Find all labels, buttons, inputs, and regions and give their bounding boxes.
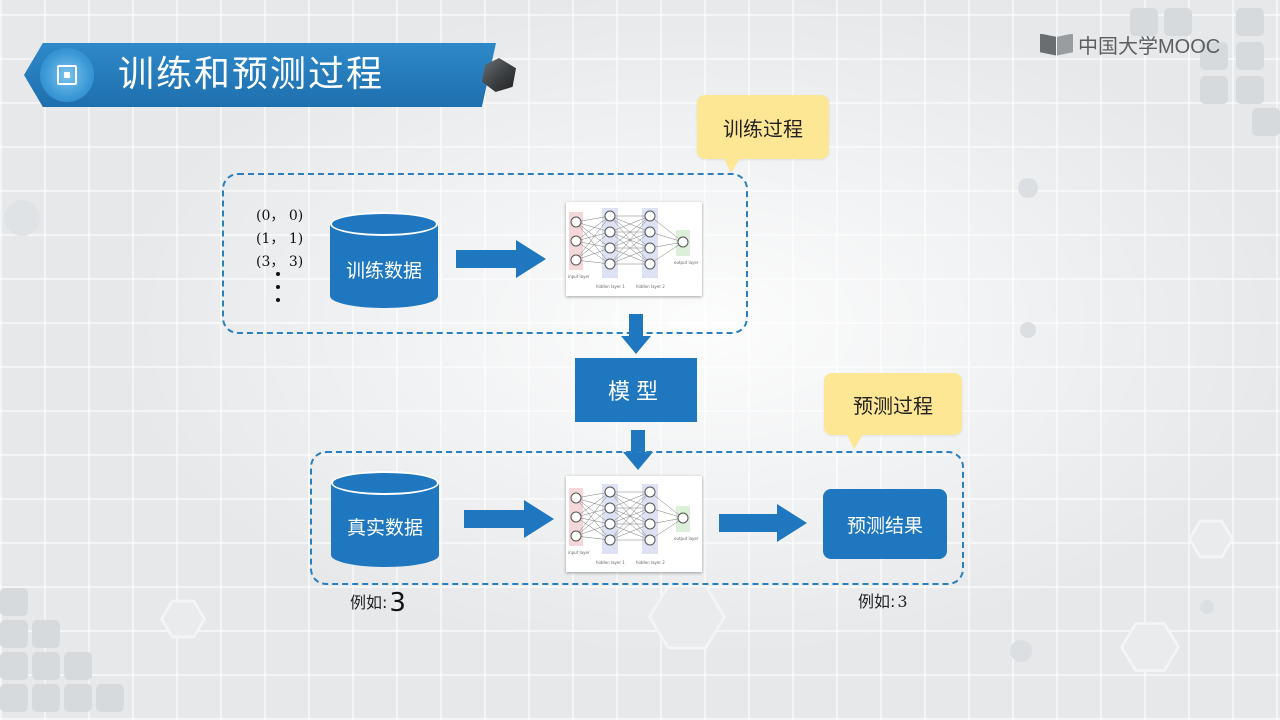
training-callout: 训练过程 [697,95,829,173]
model-box: 模型 [575,358,697,422]
nn-layer-label: hidden layer 1 [596,284,625,289]
page-title: 训练和预测过程 [118,54,385,95]
decor-square [64,684,92,712]
decor-square [1164,8,1192,36]
neural-network-diagram: input layer hidden layer 1 hidden layer … [566,476,702,572]
decor-hexagon [1120,622,1180,672]
training-data-database: 训练数据 [330,212,438,308]
example-input: 例如:3 [350,588,406,618]
real-data-database: 真实数据 [331,471,439,567]
mooc-logo: 中国大学MOOC [1040,30,1220,59]
sample-item: (3， 3) [256,254,304,270]
logo-text: 中国大学MOOC [1078,36,1221,58]
decor-square [1252,108,1280,136]
arrow-right-icon [719,504,807,542]
decor-square [1130,8,1158,36]
prediction-region [310,451,964,585]
decor-square [1200,76,1228,104]
sample-item: (0， 0) [256,208,304,224]
nn-layer-label: input layer [568,274,590,279]
decor-square [0,620,28,648]
nn-layer-label: output layer [674,536,699,541]
training-data-label: 训练数据 [345,260,422,282]
decor-dot [4,200,40,236]
example-input-prefix: 例如: [350,593,388,612]
nn-layer-label: hidden layer 2 [636,284,665,289]
decor-square [1200,42,1228,70]
arrow-right-icon [456,240,546,278]
title-banner [24,43,496,107]
decor-square [0,684,28,712]
decor-square [96,684,124,712]
decor-square [1236,76,1264,104]
example-output: 例如:3 [858,588,908,612]
example-output-prefix: 例如: [858,592,896,611]
decor-dot [1200,600,1214,614]
example-input-value: 3 [389,588,406,618]
training-samples: (0， 0) (1， 1) (3， 3) [256,205,303,274]
example-output-value: 3 [897,592,908,611]
decor-dot [1010,640,1032,662]
arrow-down-icon [621,314,651,354]
decor-square [32,620,60,648]
decor-square [0,588,28,616]
prediction-result-box: 预测结果 [823,489,947,559]
decor-square [64,652,92,680]
decor-square [32,652,60,680]
prediction-callout: 预测过程 [824,373,962,449]
decor-square [1236,8,1264,36]
ellipsis-dots [276,272,280,311]
decor-square [1236,42,1264,70]
nn-layer-label: hidden layer 1 [596,560,625,565]
decor-hexagon [160,599,206,639]
book-icon [1040,32,1074,58]
real-data-label: 真实数据 [346,517,423,539]
nn-layer-label: hidden layer 2 [636,560,665,565]
nn-layer-label: output layer [674,260,699,265]
neural-network-diagram: input layer hidden layer 1 hidden layer … [566,202,702,296]
arrow-right-icon [464,500,554,538]
chip-icon [40,48,94,102]
nn-layer-label: input layer [568,550,590,555]
sample-item: (1， 1) [256,231,304,247]
decor-dot [1018,178,1038,198]
training-region [222,173,748,334]
arrow-down-icon [623,430,653,470]
decor-square [0,652,28,680]
decor-dot [1020,322,1036,338]
decor-square [32,684,60,712]
